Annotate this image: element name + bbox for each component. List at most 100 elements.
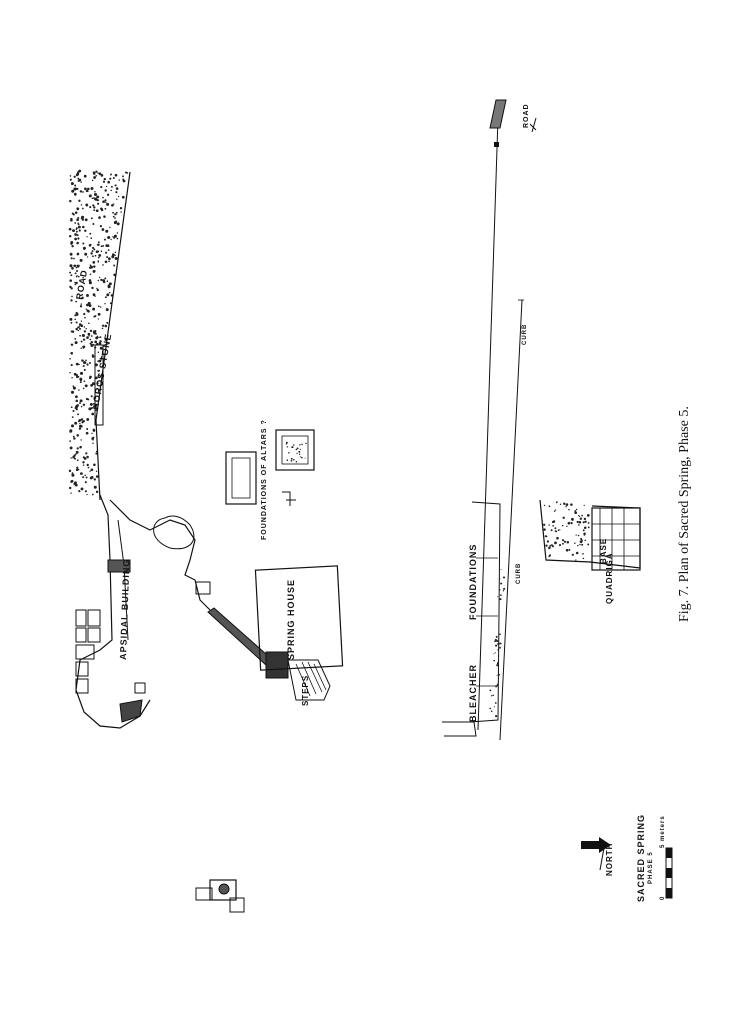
stipple-dot	[112, 236, 114, 238]
stipple-dot	[83, 247, 86, 250]
stipple-dot	[94, 295, 96, 297]
label-road-east: ROAD	[523, 103, 530, 128]
stipple-dot	[97, 369, 100, 372]
stipple-dot	[581, 543, 584, 546]
road-end-block	[489, 99, 507, 129]
stipple-dot	[99, 306, 102, 308]
stipple-dot	[79, 381, 82, 384]
stipple-dot	[114, 257, 118, 260]
stipple-dot	[74, 222, 77, 224]
stipple-dot	[91, 493, 94, 496]
stipple-dot	[70, 479, 74, 483]
stipple-dot	[554, 542, 556, 545]
stipple-dot	[89, 282, 91, 285]
spring-house-outline	[254, 565, 344, 671]
stipple-dot	[81, 218, 85, 221]
stipple-dot	[82, 461, 85, 464]
stipple-dot	[103, 215, 106, 218]
stipple-dot	[68, 469, 72, 473]
stipple-dot	[84, 490, 87, 493]
stipple-dot	[90, 341, 94, 344]
stipple-dot	[69, 440, 71, 442]
stipple-dot	[72, 435, 75, 438]
stipple-dot	[95, 475, 99, 478]
stipple-dot	[99, 224, 103, 228]
stipple-dot	[98, 359, 102, 363]
stipple-dot	[98, 374, 100, 377]
stipple-dot	[71, 472, 74, 475]
stipple-dot	[83, 380, 86, 383]
stipple-dot	[81, 359, 84, 362]
stipple-dot	[113, 203, 115, 205]
figure-caption: Fig. 7. Plan of Sacred Spring, Phase 5.	[677, 406, 692, 622]
stipple-dot	[87, 310, 90, 313]
stipple-dot	[69, 199, 72, 203]
stipple-dot	[100, 245, 103, 248]
stipple-dot	[75, 408, 78, 411]
stipple-dot	[82, 464, 85, 466]
stipple-dot	[285, 443, 288, 445]
road-arrow-icon	[529, 117, 537, 133]
stipple-dot	[86, 294, 89, 297]
stipple-dot	[80, 347, 82, 349]
stipple-dot	[98, 336, 100, 339]
stipple-dot	[108, 257, 111, 261]
stipple-dot	[89, 402, 93, 406]
stipple-dot	[70, 299, 73, 302]
stipple-dot	[77, 237, 80, 240]
stipple-dot	[106, 280, 109, 283]
stipple-dot	[575, 551, 579, 555]
stipple-dot	[502, 576, 506, 579]
stipple-dot	[90, 468, 94, 472]
stipple-dot	[83, 312, 86, 316]
stipple-dot	[91, 355, 95, 358]
stipple-dot	[126, 172, 129, 174]
stipple-dot	[86, 303, 89, 307]
stipple-dot	[98, 241, 100, 244]
stipple-dot	[88, 266, 92, 269]
stipple-dot	[71, 473, 75, 477]
stipple-dot	[71, 416, 74, 419]
stipple-dot	[496, 640, 499, 643]
stipple-dot	[122, 175, 124, 178]
stipple-dot	[69, 429, 73, 433]
stipple-dot	[89, 362, 91, 364]
stipple-dot	[90, 252, 93, 255]
stipple-dot	[95, 490, 99, 494]
stipple-dot	[79, 402, 81, 405]
label-curb-upper: CURB	[522, 324, 528, 345]
stipple-dot	[563, 502, 566, 505]
stipple-dot	[75, 399, 79, 403]
spring-house-corner	[265, 651, 289, 679]
stipple-dot	[100, 278, 103, 282]
stipple-dot	[565, 503, 569, 506]
stipple-dot	[106, 202, 110, 206]
stipple-dot	[75, 275, 78, 278]
stipple-dot	[78, 427, 82, 430]
stipple-dot	[93, 206, 96, 209]
stipple-dot	[70, 364, 73, 367]
stipple-dot	[575, 534, 577, 536]
stipple-dot	[85, 327, 87, 330]
stipple-dot	[105, 229, 109, 233]
stipple-dot	[103, 177, 107, 181]
stipple-dot	[91, 197, 94, 200]
stipple-dot	[91, 412, 95, 416]
racecourse-line	[477, 117, 499, 731]
stipple-dot	[561, 539, 565, 542]
stipple-dot	[122, 178, 125, 181]
stipple-dot	[499, 578, 501, 580]
stipple-dot	[90, 407, 93, 410]
stipple-dot	[304, 457, 306, 459]
stipple-dot	[73, 257, 75, 260]
stipple-dot	[566, 540, 570, 544]
stipple-dot	[70, 343, 74, 346]
stipple-dot	[493, 653, 495, 655]
stipple-dot	[305, 442, 307, 445]
stipple-dot	[80, 472, 83, 475]
quadriga-base	[539, 499, 641, 571]
stipple-dot	[293, 444, 295, 446]
stipple-dot	[499, 642, 502, 645]
stipple-dot	[111, 203, 114, 207]
